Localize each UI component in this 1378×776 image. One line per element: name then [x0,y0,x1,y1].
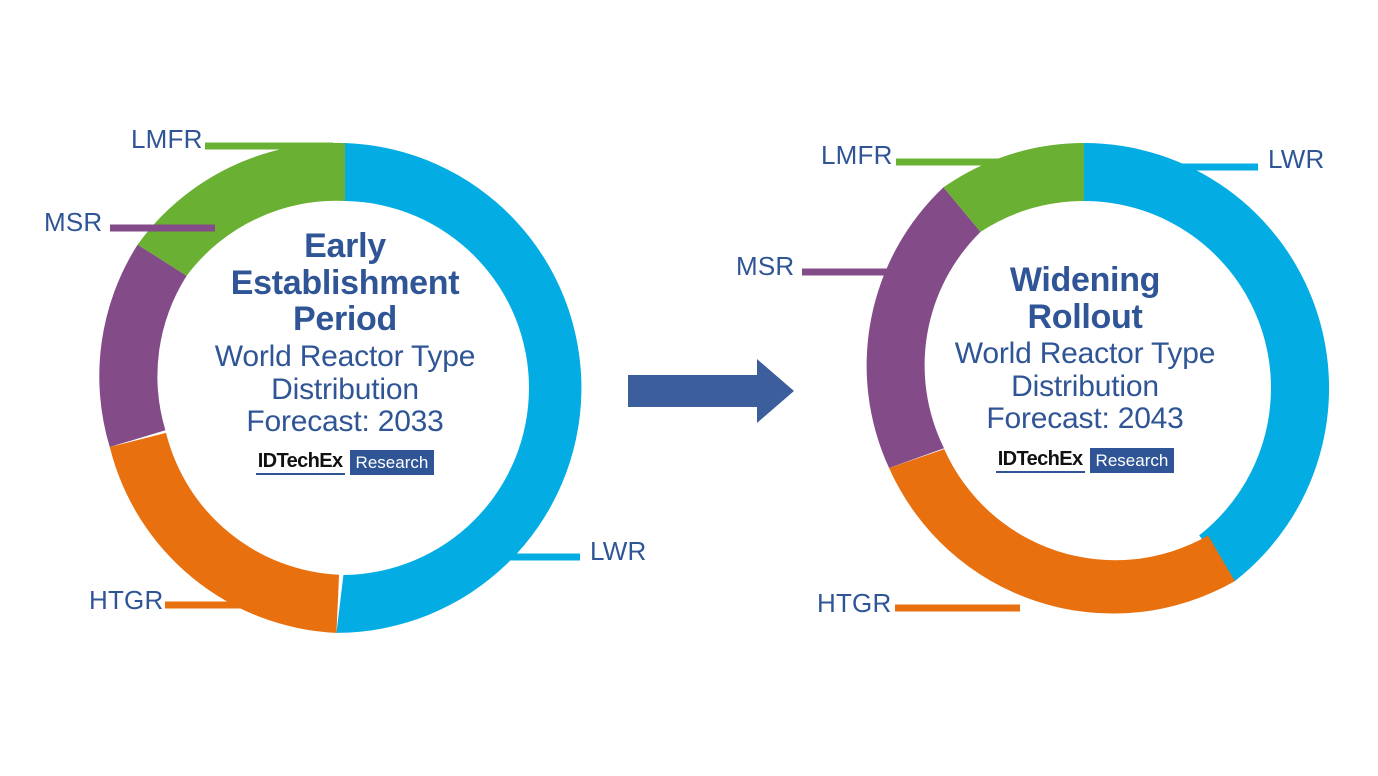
headline-line-1: Early [304,227,386,265]
headline-line-2: Rollout [1027,297,1143,336]
callout-label-msr-2033: MSR [44,207,103,237]
subtitle-line-2: Distribution [1011,369,1159,403]
callout-label-lwr-2043: LWR [1268,144,1325,174]
chart-2033-subtitle: World Reactor Type Distribution Forecast… [180,340,510,438]
idtechex-wordmark: IDTechEx [255,450,345,476]
callout-label-lmfr-2043: LMFR [821,140,893,170]
subtitle-line-3: Forecast: 2033 [246,404,444,438]
chart-2033-center-text: Early Establishment Period World Reactor… [180,228,510,476]
callout-label-htgr-2033: HTGR [89,585,164,615]
idtechex-wordmark: IDTechEx [995,448,1085,473]
chart-2033-headline: Early Establishment Period [180,228,510,338]
chart-2043-headline: Widening Rollout [925,262,1245,335]
idtechex-logo-2033: IDTechEx Research [180,450,510,476]
headline-line-2: Establishment [230,263,460,302]
callout-label-lwr-2033: LWR [590,536,647,566]
idtechex-research-badge: Research [349,450,435,476]
idtechex-research-badge: Research [1089,447,1175,473]
idtechex-logo-2043: IDTechEx Research [925,447,1245,473]
headline-line-1: Widening [1009,261,1161,299]
callout-label-lmfr-2033: LMFR [131,124,203,154]
chart-2043-center-text: Widening Rollout World Reactor Type Dist… [925,262,1245,473]
subtitle-line-1: World Reactor Type [214,340,476,374]
callout-label-htgr-2043: HTGR [817,588,892,618]
segment-msr-2033[interactable] [99,244,187,448]
transition-arrow-icon [628,359,794,423]
chart-2043-subtitle: World Reactor Type Distribution Forecast… [925,337,1245,436]
subtitle-line-2: Distribution [271,372,419,406]
callout-label-msr-2043: MSR [736,251,795,281]
subtitle-line-1: World Reactor Type [954,337,1216,371]
headline-line-3: Period [292,300,397,339]
segment-lmfr-2043[interactable] [943,143,1085,232]
subtitle-line-3: Forecast: 2043 [986,402,1184,436]
segment-htgr-2043[interactable] [889,449,1235,614]
